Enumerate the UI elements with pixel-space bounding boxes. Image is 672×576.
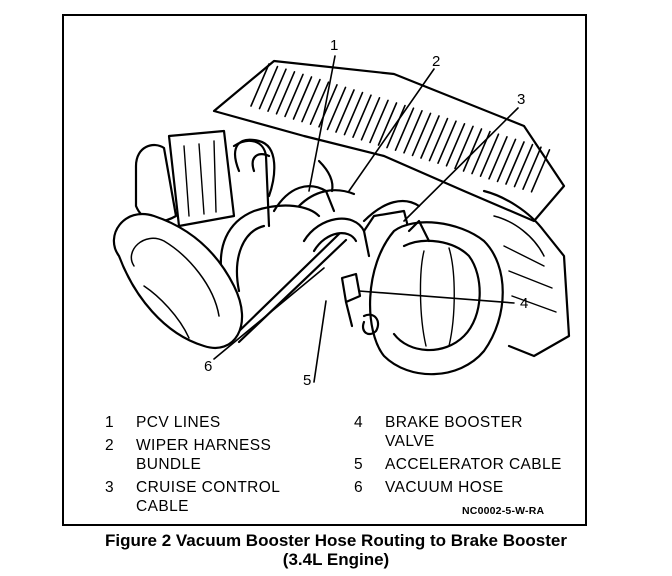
hatch-line (394, 107, 415, 151)
legend-item-6: 6 VACUUM HOSE (354, 478, 579, 498)
hatch-line (258, 65, 279, 110)
hatch-line (309, 81, 330, 125)
hatch-line (530, 149, 551, 193)
hatch-line (267, 68, 287, 112)
legend-number: 3 (105, 479, 115, 496)
hatch-line (445, 123, 466, 167)
legend-label: PCV LINES (136, 414, 221, 431)
hatch-line (326, 86, 347, 131)
legend-label: BRAKE BOOSTER VALVE (385, 414, 523, 450)
hatch-line (403, 110, 423, 154)
callout-2: 2 (432, 53, 441, 70)
hatch-line (250, 63, 270, 107)
callout-1: 1 (330, 37, 339, 54)
legend-label: WIPER HARNESS BUNDLE (136, 437, 272, 473)
hatch-line (454, 125, 474, 170)
fluid-reservoirs (134, 129, 271, 228)
hatch-line (420, 115, 440, 159)
hatch-line (352, 94, 372, 138)
booster-valve (340, 272, 380, 336)
vacuum-hose (302, 209, 411, 258)
wiper-harness (297, 159, 356, 208)
engine-illustration (112, 55, 571, 383)
hatch-line (428, 117, 449, 162)
hatch-line (377, 102, 398, 146)
legend-number: 1 (105, 414, 115, 431)
hatch-line (360, 97, 381, 141)
leader-lines (213, 55, 519, 383)
caption-line-1: Figure 2 Vacuum Booster Hose Routing to … (105, 531, 567, 550)
hatch-line (275, 70, 296, 115)
hatch-line (343, 91, 364, 136)
callout-5: 5 (303, 372, 312, 389)
callout-4: 4 (520, 295, 529, 312)
legend-item-5: 5 ACCELERATOR CABLE (354, 455, 579, 475)
legend-item-1: 1 PCV LINES (105, 413, 325, 433)
cowl-panel (212, 59, 566, 223)
figure-caption: Figure 2 Vacuum Booster Hose Routing to … (0, 531, 672, 569)
hatch-line (369, 99, 389, 144)
legend-label: VACUUM HOSE (385, 479, 504, 496)
hatch-line (513, 143, 534, 188)
hatch-line (335, 89, 355, 133)
legend-number: 4 (354, 414, 364, 431)
hatch-line (301, 78, 321, 123)
caption-line-2: (3.4L Engine) (282, 550, 390, 569)
legend-label: CRUISE CONTROL CABLE (136, 479, 281, 515)
hatch-line (462, 128, 483, 172)
hatch-line (284, 73, 304, 118)
legend-label: ACCELERATOR CABLE (385, 456, 562, 473)
left-intake (112, 213, 244, 349)
legend-item-4: 4 BRAKE BOOSTER VALVE (354, 413, 579, 453)
hatch-line (522, 146, 542, 190)
legend-number: 2 (105, 437, 115, 454)
hatch-line (292, 76, 313, 120)
hatch-line (411, 112, 432, 157)
right-assembly (482, 189, 571, 358)
hatch-line (386, 104, 406, 149)
accelerator-cable (232, 232, 348, 344)
figure-code: NC0002-5-W-RA (462, 505, 545, 517)
hatch-line (479, 133, 500, 177)
legend-item-2: 2 WIPER HARNESS BUNDLE (105, 436, 325, 476)
hatch-line (496, 138, 517, 183)
brake-booster (369, 221, 504, 376)
callout-3: 3 (517, 91, 526, 108)
hatch-line (488, 136, 508, 180)
hatch-line (505, 141, 525, 185)
hatch-line (437, 120, 457, 164)
legend-number: 5 (354, 456, 364, 473)
legend-number: 6 (354, 479, 364, 496)
legend-item-3: 3 CRUISE CONTROL CABLE (105, 478, 325, 518)
callout-6: 6 (204, 358, 213, 375)
figure-frame: 1 2 3 4 5 6 1 PCV LINES 2 WIPER HARNESS … (62, 14, 587, 526)
cruise-control-cable (362, 199, 431, 243)
